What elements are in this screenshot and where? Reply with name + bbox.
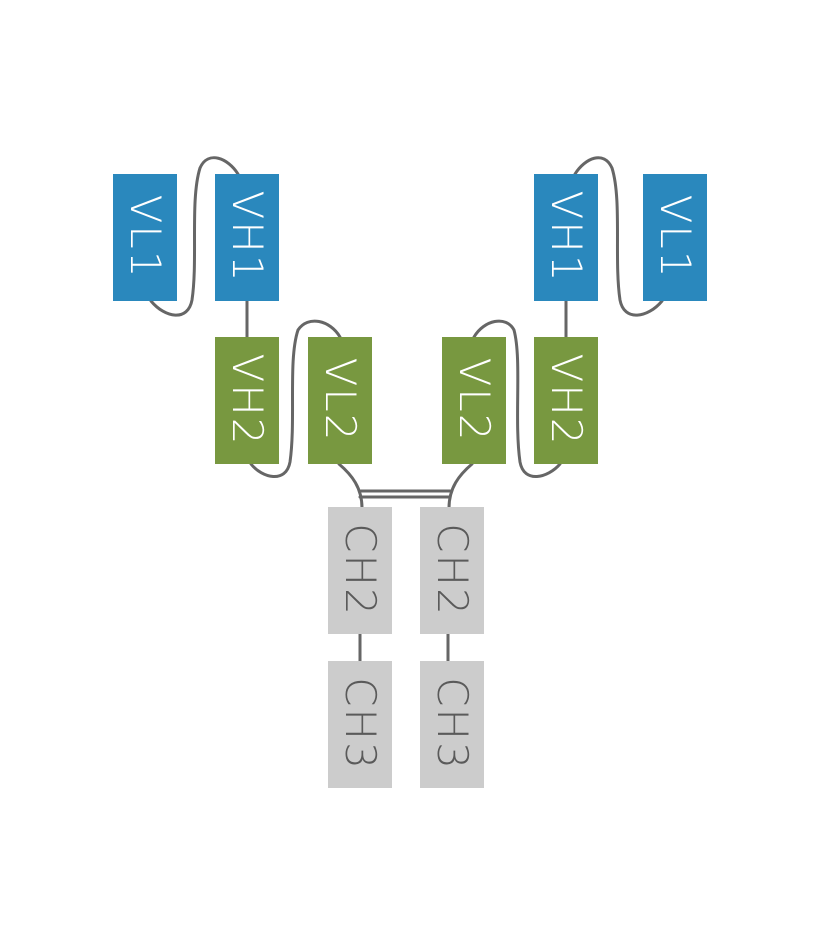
linker-left-vl1-vh1 <box>149 156 240 317</box>
domain-right-ch2: CH2 <box>420 507 484 634</box>
domain-left-vl2: VL2 <box>308 337 372 464</box>
domain-left-vh2: VH2 <box>215 337 279 464</box>
domain-right-vl1: VL1 <box>643 174 707 301</box>
domain-label: VL1 <box>651 195 700 280</box>
domain-label: CH2 <box>428 523 477 617</box>
domain-right-ch3: CH3 <box>420 661 484 788</box>
domain-label: VH2 <box>223 353 272 446</box>
domain-label: VH1 <box>542 190 591 283</box>
domain-label: CH3 <box>336 677 385 771</box>
domain-right-vl2: VL2 <box>442 337 506 464</box>
linker-right-vl2-vh2 <box>472 319 562 478</box>
domain-label: CH3 <box>428 677 477 771</box>
linker-right-vl2-hinge <box>447 462 474 510</box>
domain-left-vl1: VL1 <box>113 174 177 301</box>
domain-left-ch3: CH3 <box>328 661 392 788</box>
domain-label: VH1 <box>223 190 272 283</box>
domain-label: VL2 <box>450 358 499 443</box>
domain-label: CH2 <box>336 523 385 617</box>
domain-left-ch2: CH2 <box>328 507 392 634</box>
domain-right-vh1: VH1 <box>534 174 598 301</box>
domain-label: VH2 <box>542 353 591 446</box>
linker-left-vh2-vl2 <box>249 319 342 478</box>
domain-left-vh1: VH1 <box>215 174 279 301</box>
domain-right-vh2: VH2 <box>534 337 598 464</box>
linker-left-vl2-hinge <box>337 462 364 510</box>
domain-label: VL2 <box>316 358 365 443</box>
domain-label: VL1 <box>121 195 170 280</box>
linker-right-vh1-vl1 <box>573 156 664 317</box>
